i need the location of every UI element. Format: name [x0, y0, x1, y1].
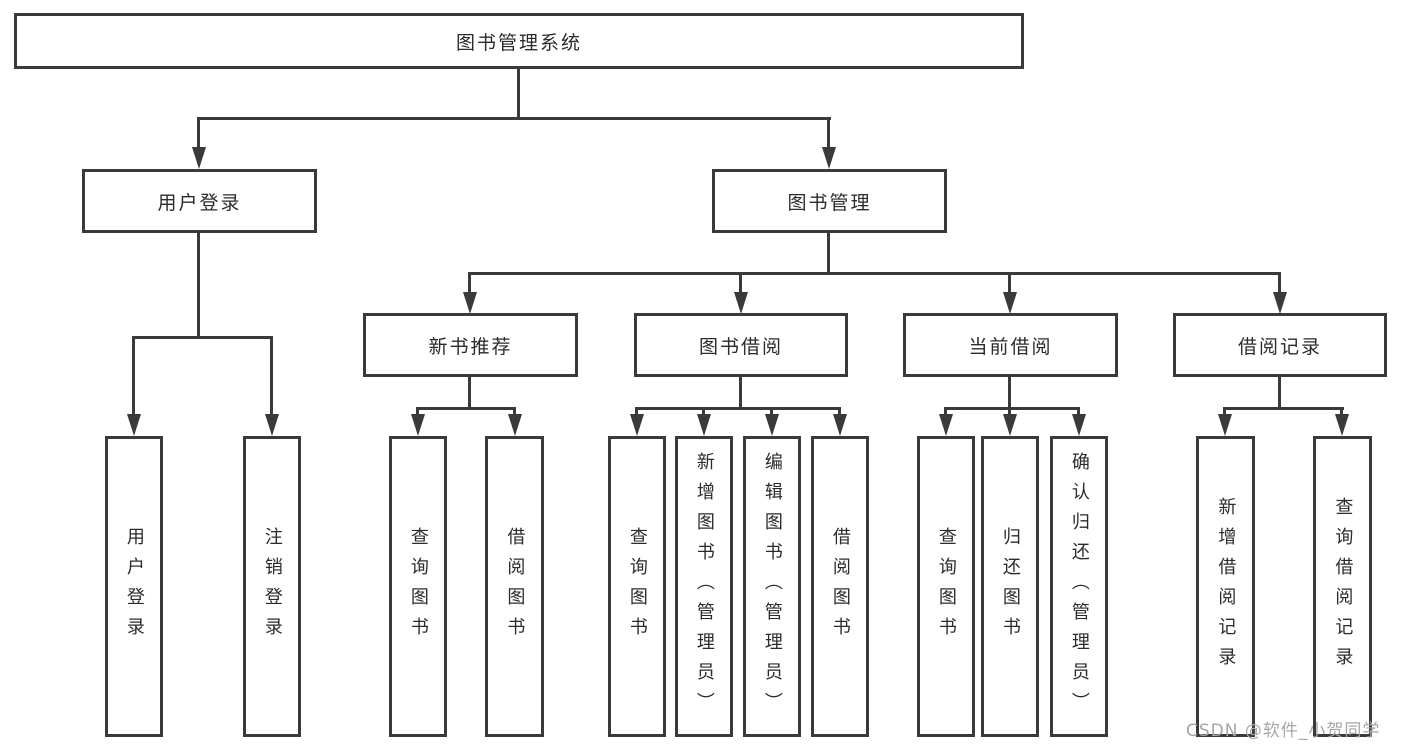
connector-line	[838, 407, 841, 418]
connector-line	[635, 407, 841, 410]
node-new-book-recommendation: 新书推荐	[363, 313, 578, 377]
leaf-add-borrow-record: 新增借阅记录	[1196, 436, 1255, 737]
csdn-watermark: CSDN @软件_小贺同学	[1186, 721, 1381, 741]
connector-line	[702, 407, 705, 418]
arrow-down-icon	[1273, 292, 1287, 314]
arrow-down-icon	[463, 292, 477, 314]
arrow-down-icon	[833, 414, 847, 436]
connector-line	[197, 117, 200, 149]
connector-line	[132, 336, 135, 416]
node-label: 新增借阅记录	[1215, 496, 1237, 677]
connector-line	[944, 407, 947, 418]
node-label: 确认归还（管理员）	[1068, 451, 1090, 722]
node-label: 借阅图书	[504, 526, 526, 647]
node-label: 注销登录	[261, 526, 283, 647]
node-borrowing-records: 借阅记录	[1173, 313, 1387, 377]
arrow-down-icon	[630, 414, 644, 436]
connector-line	[1008, 407, 1011, 418]
leaf-return-books: 归还图书	[981, 436, 1039, 737]
node-label: 当前借阅	[968, 335, 1053, 358]
connector-line	[739, 377, 742, 409]
node-user-login: 用户登录	[82, 169, 317, 233]
node-current-borrowing: 当前借阅	[903, 313, 1118, 377]
arrow-down-icon	[1218, 414, 1232, 436]
connector-line	[739, 272, 742, 294]
connector-line	[1278, 377, 1281, 409]
node-library-management-system: 图书管理系统	[14, 13, 1024, 69]
connector-line	[1278, 272, 1281, 294]
arrow-down-icon	[822, 147, 836, 169]
arrow-down-icon	[1335, 414, 1349, 436]
arrow-down-icon	[127, 414, 141, 436]
arrow-down-icon	[265, 414, 279, 436]
arrow-down-icon	[411, 414, 425, 436]
node-label: 图书借阅	[698, 335, 783, 358]
connector-line	[468, 272, 1281, 275]
leaf-add-book-admin: 新增图书（管理员）	[675, 436, 733, 737]
connector-line	[132, 336, 273, 339]
leaf-borrow-books-borrowing: 借阅图书	[811, 436, 869, 737]
arrow-down-icon	[508, 414, 522, 436]
connector-line	[1008, 377, 1011, 409]
connector-line	[1223, 407, 1344, 410]
leaf-query-books-recommend: 查询图书	[389, 436, 447, 737]
arrow-down-icon	[1003, 292, 1017, 314]
connector-line	[1008, 272, 1011, 294]
node-label: 归还图书	[999, 526, 1021, 647]
arrow-down-icon	[939, 414, 953, 436]
connector-line	[416, 407, 516, 410]
arrow-down-icon	[192, 147, 206, 169]
connector-line	[197, 117, 831, 120]
connector-line	[468, 377, 471, 409]
node-label: 借阅图书	[829, 526, 851, 647]
arrow-down-icon	[1003, 414, 1017, 436]
connector-line	[827, 233, 830, 274]
node-label: 新书推荐	[428, 335, 513, 358]
leaf-query-books-current: 查询图书	[917, 436, 975, 737]
connector-line	[197, 233, 200, 338]
leaf-query-borrow-record: 查询借阅记录	[1313, 436, 1372, 737]
node-label: 用户登录	[157, 191, 242, 214]
node-label: 编辑图书（管理员）	[761, 451, 783, 722]
node-book-borrowing: 图书借阅	[634, 313, 848, 377]
node-label: 查询借阅记录	[1332, 496, 1354, 677]
leaf-logout: 注销登录	[243, 436, 301, 737]
node-label: 图书管理系统	[455, 31, 582, 54]
connector-line	[468, 272, 471, 294]
leaf-edit-book-admin: 编辑图书（管理员）	[743, 436, 801, 737]
node-label: 查询图书	[626, 526, 648, 647]
node-label: 查询图书	[935, 526, 957, 647]
leaf-user-login: 用户登录	[105, 436, 163, 737]
node-label: 用户登录	[123, 526, 145, 647]
node-book-management: 图书管理	[712, 169, 947, 233]
connector-line	[770, 407, 773, 418]
connector-line	[827, 117, 830, 149]
connector-line	[517, 69, 520, 119]
arrow-down-icon	[734, 292, 748, 314]
connector-line	[1077, 407, 1080, 418]
node-label: 新增图书（管理员）	[693, 451, 715, 722]
node-label: 借阅记录	[1237, 335, 1322, 358]
connector-line	[270, 336, 273, 416]
connector-line	[944, 407, 1080, 410]
leaf-borrow-books-recommend: 借阅图书	[485, 436, 544, 737]
connector-line	[416, 407, 419, 418]
connector-line	[1340, 407, 1343, 418]
arrow-down-icon	[1072, 414, 1086, 436]
node-label: 图书管理	[787, 191, 872, 214]
node-label: 查询图书	[407, 526, 429, 647]
arrow-down-icon	[697, 414, 711, 436]
leaf-confirm-return-admin: 确认归还（管理员）	[1050, 436, 1108, 737]
connector-line	[635, 407, 638, 418]
connector-line	[513, 407, 516, 418]
arrow-down-icon	[765, 414, 779, 436]
connector-line	[1223, 407, 1226, 418]
leaf-query-books-borrowing: 查询图书	[608, 436, 666, 737]
